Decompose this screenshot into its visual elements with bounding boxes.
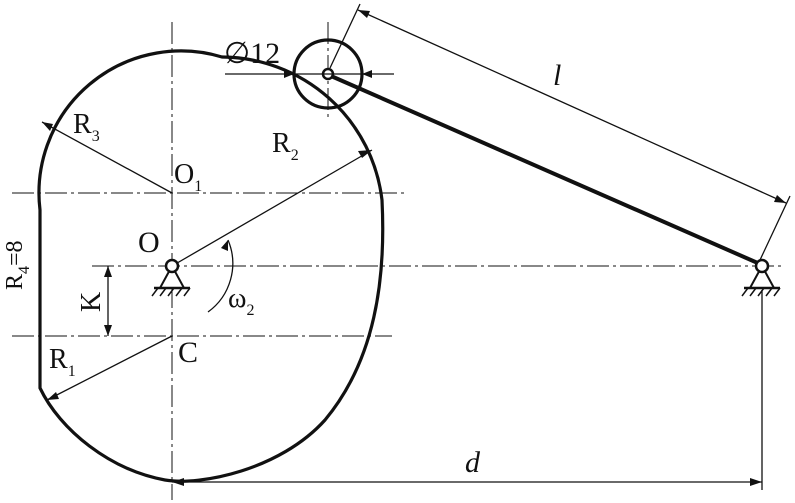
R2-leader (171, 149, 373, 267)
omega-rotation-arc (207, 239, 234, 313)
O1-label: O1 (174, 159, 202, 195)
K-arrow-top (104, 266, 112, 277)
arm-pivot-support (741, 258, 781, 297)
O-label: O (138, 226, 160, 259)
d-arrow-right (750, 478, 762, 486)
R1-leader (46, 335, 173, 401)
omega-arrow (221, 240, 228, 251)
l-arrow-bottom (774, 195, 786, 203)
d-arrow-left (172, 478, 184, 486)
K-label: K (76, 292, 107, 312)
l-extension-line-top (329, 3, 361, 69)
cam-profile (37, 49, 385, 483)
omega-label: ω2 (228, 283, 254, 319)
diameter-arrow-left (284, 70, 294, 78)
follower-arm (330, 74, 761, 266)
R3-leader (41, 121, 173, 194)
R2-label: R2 (272, 128, 299, 164)
cam-pivot-support (151, 258, 191, 297)
R3-arrow (42, 122, 53, 131)
l-arrow-top (358, 10, 370, 18)
l-dimension-line (357, 9, 787, 204)
R2-arrow (358, 150, 372, 158)
l-extension-line-bottom (759, 195, 791, 261)
K-arrow-bottom (104, 325, 112, 336)
diameter-arrow-right (362, 70, 372, 78)
diameter-label: ∅12 (224, 37, 280, 70)
C-label: C (178, 336, 198, 369)
R1-label: R1 (49, 344, 76, 380)
distance-label: d (465, 446, 481, 479)
R1-arrow (47, 392, 59, 400)
R3-label: R3 (73, 109, 100, 145)
link-length-label: l (553, 59, 561, 92)
R4-label: R4=8 (2, 240, 33, 290)
